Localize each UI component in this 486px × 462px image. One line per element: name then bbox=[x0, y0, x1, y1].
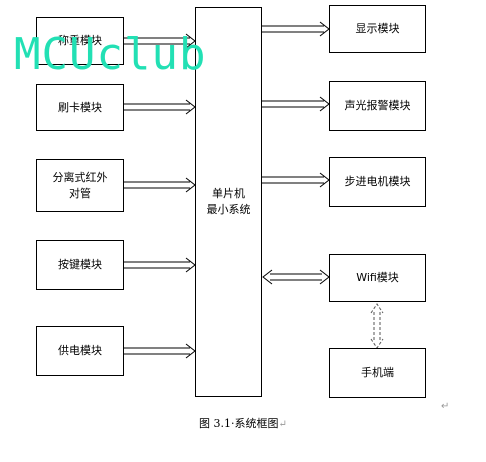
power-module-label: 供电模块 bbox=[58, 344, 102, 357]
weigh-module-label: 称重模块 bbox=[58, 34, 102, 47]
caption-return-mark: ↵ bbox=[278, 419, 287, 430]
wifi-module-label: Wifi模块 bbox=[356, 271, 399, 284]
arrow-mcu-to-stepper bbox=[262, 172, 330, 188]
alarm-module-label: 声光报警模块 bbox=[344, 99, 411, 112]
card-module-box: 刷卡模块 bbox=[36, 84, 124, 131]
stepper-module-box: 步进电机模块 bbox=[329, 157, 426, 207]
arrow-ir-to-mcu bbox=[124, 177, 196, 193]
keys-module-box: 按键模块 bbox=[36, 240, 124, 290]
arrow-wifi-phone-dashed bbox=[370, 303, 384, 349]
wifi-module-box: Wifi模块 bbox=[329, 254, 426, 302]
arrow-power-to-mcu bbox=[124, 343, 196, 359]
arrow-mcu-wifi-bidirectional bbox=[262, 269, 330, 285]
arrow-mcu-to-display bbox=[262, 21, 330, 37]
arrow-card-to-mcu bbox=[124, 99, 196, 115]
display-module-label: 显示模块 bbox=[355, 22, 400, 35]
card-module-label: 刷卡模块 bbox=[58, 100, 102, 114]
ir-module-label: 分离式红外 对管 bbox=[52, 170, 108, 200]
figure-caption: 图 3.1·系统框图↵ bbox=[0, 415, 486, 431]
mcu-label: 单片机 最小系统 bbox=[206, 187, 251, 216]
power-module-box: 供电模块 bbox=[36, 326, 124, 376]
keys-module-label: 按键模块 bbox=[58, 258, 102, 271]
paragraph-return-mark: ↵ bbox=[441, 401, 450, 412]
stepper-module-label: 步进电机模块 bbox=[344, 175, 411, 188]
mcu-box: 单片机 最小系统 bbox=[195, 7, 262, 397]
display-module-box: 显示模块 bbox=[329, 5, 426, 53]
ir-module-box: 分离式红外 对管 bbox=[36, 159, 124, 212]
mcuclub-watermark: MCUclub bbox=[14, 29, 207, 80]
arrow-keys-to-mcu bbox=[124, 257, 196, 273]
arrow-mcu-to-alarm bbox=[262, 96, 330, 112]
weigh-module-box: 称重模块 bbox=[36, 17, 124, 65]
caption-text: 图 3.1·系统框图 bbox=[199, 417, 279, 430]
phone-box: 手机端 bbox=[329, 348, 426, 398]
alarm-module-box: 声光报警模块 bbox=[329, 81, 426, 131]
phone-label: 手机端 bbox=[361, 366, 394, 379]
